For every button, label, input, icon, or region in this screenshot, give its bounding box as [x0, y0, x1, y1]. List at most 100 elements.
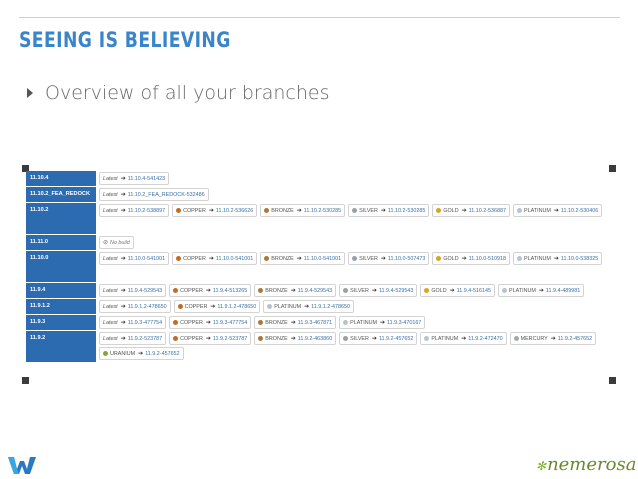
build-link[interactable]: 11.9.3-477754	[212, 319, 248, 326]
promotion-tag[interactable]: COPPER➔11.9.2-523787	[169, 332, 252, 345]
promotion-tag[interactable]: COPPER➔11.9.3-477754	[169, 316, 252, 329]
build-link[interactable]: 11.9.2-463860	[297, 335, 333, 342]
promotion-tag[interactable]: URANIUM➔11.9.2-457652	[99, 347, 184, 360]
build-link[interactable]: 11.9.4-489981	[545, 287, 581, 294]
build-link[interactable]: 11.10.0-510918	[468, 255, 507, 262]
build-link[interactable]: 11.10.0-538325	[560, 255, 599, 262]
arrow-right-icon: ➔	[304, 304, 310, 310]
build-link[interactable]: 11.10.2-538897	[127, 207, 166, 214]
promotion-tag[interactable]: SILVER➔11.10.0-507473	[348, 252, 430, 265]
promotion-tag[interactable]: COPPER➔11.9.4-513265	[169, 284, 252, 297]
promotion-tag[interactable]: GOLD➔11.9.4-516145	[420, 284, 496, 297]
build-link[interactable]: 11.9.2-523787	[212, 335, 248, 342]
promotion-tag[interactable]: Latest➔11.10.0-541001	[99, 252, 170, 265]
promotion-tag[interactable]: BRONZE➔11.10.2-530285	[260, 204, 346, 217]
arrow-right-icon: ➔	[550, 336, 556, 342]
promotion-tag[interactable]: Latest➔11.9.3-477754	[99, 316, 167, 329]
arrow-right-icon: ➔	[208, 256, 214, 262]
promotion-label: COPPER	[180, 319, 203, 326]
promotion-tag[interactable]: PLATINUM➔11.9.2-472470	[420, 332, 507, 345]
branch-version[interactable]: 11.9.1.2	[26, 299, 96, 314]
build-link[interactable]: 11.9.2-472470	[468, 335, 503, 342]
promotion-tag[interactable]: PLATINUM➔11.9.4-489981	[498, 284, 585, 297]
promotion-tag[interactable]: PLATINUM➔11.9.3-470167	[339, 316, 426, 329]
build-link[interactable]: 11.9.4-529543	[297, 287, 333, 294]
promotion-tag[interactable]: Latest➔11.10.4-541423	[99, 172, 170, 185]
promotion-tag[interactable]: Latest➔11.10.2-538897	[99, 204, 170, 217]
arrow-right-icon: ➔	[205, 288, 211, 294]
promotion-tag[interactable]: SILVER➔11.10.2-530285	[348, 204, 430, 217]
promotion-tag[interactable]: PLATINUM➔11.10.0-538325	[513, 252, 603, 265]
build-link[interactable]: 11.9.1.2-478650	[127, 303, 167, 310]
promotion-tag[interactable]: PLATINUM➔11.9.1.2-478650	[263, 300, 355, 313]
build-link[interactable]: 11.10.0-507473	[387, 255, 426, 262]
promotion-badge-icon	[343, 288, 349, 293]
build-link[interactable]: 11.9.3-477754	[127, 319, 163, 326]
build-link[interactable]: 11.10.2-536626	[215, 207, 254, 214]
promotion-tag[interactable]: BRONZE➔11.10.0-541001	[260, 252, 346, 265]
promotion-tag[interactable]: GOLD➔11.10.0-510918	[432, 252, 511, 265]
branch-version[interactable]: 11.9.3	[26, 315, 96, 330]
promotion-tag[interactable]: GOLD➔11.10.2-536887	[432, 204, 511, 217]
arrow-right-icon: ➔	[380, 256, 386, 262]
branch-version[interactable]: 11.10.4	[26, 171, 96, 186]
promotion-badge-icon	[424, 336, 430, 341]
build-link[interactable]: 11.9.2-523787	[127, 335, 163, 342]
build-link[interactable]: 11.10.2_FEA_REDOCK-532486	[127, 191, 205, 198]
promotion-tag[interactable]: COPPER➔11.9.1.2-478650	[173, 300, 261, 313]
build-link[interactable]: 11.9.4-516145	[456, 287, 492, 294]
promotion-label: BRONZE	[271, 207, 294, 214]
promotion-badge-icon	[258, 288, 264, 293]
build-link[interactable]: 11.10.2-536887	[468, 207, 507, 214]
branch-version[interactable]: 11.11.0	[26, 235, 96, 250]
arrow-right-icon: ➔	[120, 288, 126, 294]
promotion-tag[interactable]: COPPER➔11.10.0-541001	[172, 252, 258, 265]
promotion-tag[interactable]: Latest➔11.10.2_FEA_REDOCK-532486	[99, 188, 209, 201]
promotion-tag[interactable]: SILVER➔11.9.4-529543	[339, 284, 418, 297]
promotion-tag[interactable]: BRONZE➔11.9.2-463860	[254, 332, 337, 345]
w-logo-icon	[8, 457, 36, 474]
build-link[interactable]: 11.9.2-457652	[145, 350, 180, 357]
build-link[interactable]: 11.10.0-541001	[127, 255, 166, 262]
promotion-label: Latest	[103, 335, 118, 342]
promotion-tag[interactable]: SILVER➔11.9.2-457652	[339, 332, 418, 345]
promotion-badge-icon	[267, 304, 273, 309]
branch-version[interactable]: 11.9.2	[26, 331, 96, 362]
promotion-tag[interactable]: COPPER➔11.10.2-536626	[172, 204, 258, 217]
arrow-right-icon: ➔	[380, 208, 386, 214]
build-link[interactable]: 11.9.2-457652	[378, 335, 414, 342]
build-link[interactable]: 11.9.4-529543	[378, 287, 414, 294]
branch-version[interactable]: 11.10.2	[26, 203, 96, 234]
arrow-right-icon: ➔	[205, 336, 211, 342]
branch-version[interactable]: 11.10.2_FEA_REDOCK	[26, 187, 96, 202]
promotion-badge-icon	[424, 288, 430, 293]
build-link[interactable]: 11.10.2-530285	[387, 207, 426, 214]
build-link[interactable]: 11.9.2-457652	[557, 335, 593, 342]
build-link[interactable]: 11.9.3-470167	[387, 319, 422, 326]
build-link[interactable]: 11.10.2-530406	[560, 207, 599, 214]
promotion-tag[interactable]: ⊘No build	[99, 236, 134, 249]
build-link[interactable]: 11.9.3-467871	[297, 319, 333, 326]
promotion-tag[interactable]: MERCURY➔11.9.2-457652	[509, 332, 597, 345]
promotion-tag[interactable]: PLATINUM➔11.10.2-530406	[513, 204, 603, 217]
build-link[interactable]: 11.10.4-541423	[127, 175, 166, 182]
branch-version[interactable]: 11.9.4	[26, 283, 96, 298]
build-link[interactable]: 11.9.1.2-478650	[217, 303, 257, 310]
promotion-tag[interactable]: Latest➔11.9.2-523787	[99, 332, 167, 345]
build-link[interactable]: 11.9.4-513265	[212, 287, 248, 294]
build-link[interactable]: 11.9.4-529543	[127, 287, 163, 294]
promotion-tag[interactable]: Latest➔11.9.4-529543	[99, 284, 167, 297]
build-link[interactable]: 11.10.0-541001	[303, 255, 342, 262]
promotion-badge-icon	[343, 336, 349, 341]
promotion-tag[interactable]: BRONZE➔11.9.4-529543	[254, 284, 337, 297]
branch-version[interactable]: 11.10.0	[26, 251, 96, 282]
promotion-tag[interactable]: Latest➔11.9.1.2-478650	[99, 300, 171, 313]
build-link[interactable]: 11.10.2-530285	[303, 207, 342, 214]
build-link[interactable]: 11.10.0-541001	[215, 255, 254, 262]
promotion-label: BRONZE	[265, 335, 288, 342]
build-link[interactable]: 11.9.1.2-478650	[311, 303, 351, 310]
promotion-tag[interactable]: BRONZE➔11.9.3-467871	[254, 316, 337, 329]
